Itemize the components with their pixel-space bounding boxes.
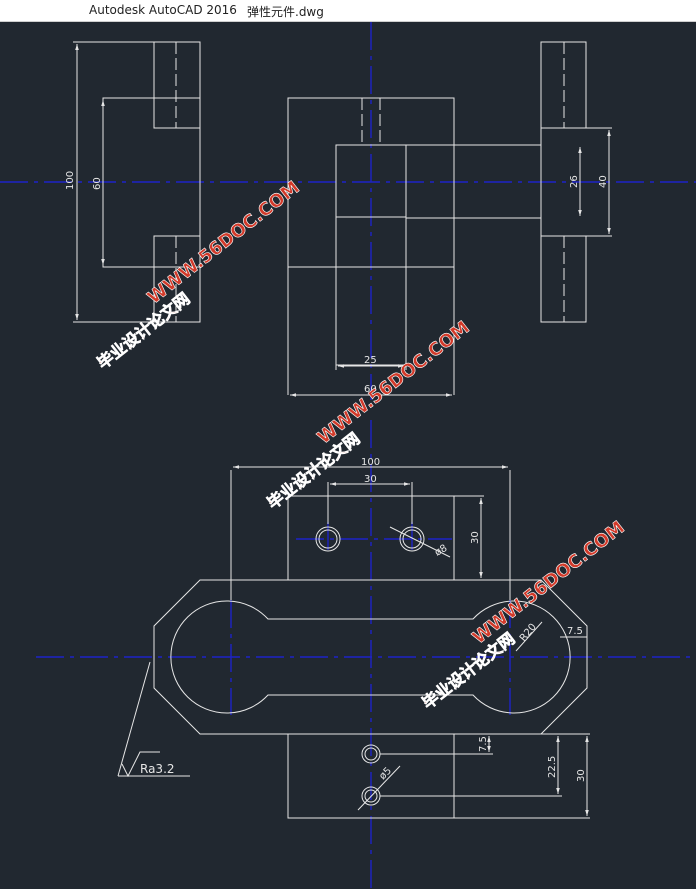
watermark-1-cn: 毕业设计论文网: [94, 289, 194, 373]
dim-right-inner: 26: [569, 175, 580, 188]
drawing-canvas[interactable]: 100 60 25 60 26 40 100 30 30 ø8 R2: [0, 22, 696, 889]
dim-offset-mid: 22.5: [547, 756, 558, 778]
dim-width-block: 60: [364, 384, 377, 395]
front-view-labels: 100 60 25 60 26 40: [65, 171, 609, 395]
title-bar: Autodesk AutoCAD 2016 弹性元件.dwg: [0, 0, 696, 22]
dim-right-outer: 40: [598, 175, 609, 188]
watermark-3-cn: 毕业设计论文网: [419, 629, 519, 713]
watermark-1-url: WWW.56DOC.COM: [144, 177, 304, 308]
dim-chamfer: 7.5: [567, 626, 583, 637]
dim-hole-dia: ø8: [433, 543, 449, 559]
dim-hole-spacing: 30: [364, 474, 377, 485]
top-view-labels: 100 30 30 ø8 R20 7.5 Ra3.2: [140, 457, 583, 776]
bottom-view: [287, 733, 590, 819]
roughness-symbol: Ra3.2: [140, 762, 175, 776]
top-view: [117, 465, 588, 778]
dim-radius: R20: [518, 622, 539, 644]
dim-height-inner: 60: [92, 177, 103, 190]
watermark-3-url: WWW.56DOC.COM: [469, 517, 629, 648]
dim-offset-small: 7.5: [478, 736, 489, 752]
watermark-2-url: WWW.56DOC.COM: [314, 317, 474, 448]
file-title: 弹性元件.dwg: [247, 5, 324, 19]
app-title: Autodesk AutoCAD 2016: [89, 3, 237, 17]
watermark-1: 毕业设计论文网 WWW.56DOC.COM: [93, 177, 304, 373]
dim-height-total-bottom: 30: [576, 769, 587, 782]
dim-hole-dia-small: ø5: [377, 766, 394, 783]
watermark-2-cn: 毕业设计论文网: [264, 429, 364, 513]
front-view: [73, 41, 612, 397]
dim-width-total: 100: [361, 457, 380, 468]
dim-width-core: 25: [364, 355, 377, 366]
dim-height-total: 100: [65, 171, 76, 190]
dim-boss-height: 30: [470, 531, 481, 544]
bottom-view-labels: 7.5 22.5 30 ø5: [377, 736, 587, 782]
